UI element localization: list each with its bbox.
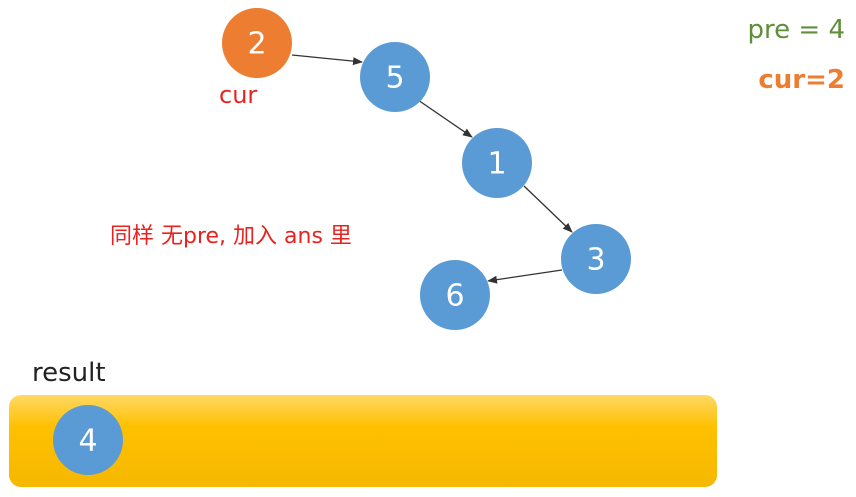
result-bar	[9, 395, 717, 487]
node-5: 5	[360, 42, 430, 112]
node-2: 2	[222, 8, 292, 78]
pre-status: pre = 4	[748, 15, 845, 45]
cur-status: cur=2	[758, 65, 845, 95]
node-1-label: 1	[487, 147, 506, 182]
node-3-label: 3	[586, 243, 605, 278]
edge-2-to-5	[291, 54, 363, 66]
cur-pointer-label: cur	[219, 81, 257, 109]
node-6: 6	[420, 260, 490, 330]
node-2-label: 2	[247, 27, 266, 62]
node-1: 1	[462, 128, 532, 198]
edge-5-to-1	[417, 99, 473, 138]
node-6-label: 6	[445, 279, 464, 314]
result-item-label: 4	[78, 424, 97, 459]
edge-1-to-3	[523, 185, 573, 233]
result-item-4: 4	[53, 405, 123, 475]
step-note: 同样 无pre, 加入 ans 里	[110, 224, 352, 249]
result-label: result	[32, 358, 106, 388]
edges	[291, 54, 573, 284]
node-3: 3	[561, 224, 631, 294]
node-5-label: 5	[385, 61, 404, 96]
edge-3-to-6	[487, 269, 563, 284]
